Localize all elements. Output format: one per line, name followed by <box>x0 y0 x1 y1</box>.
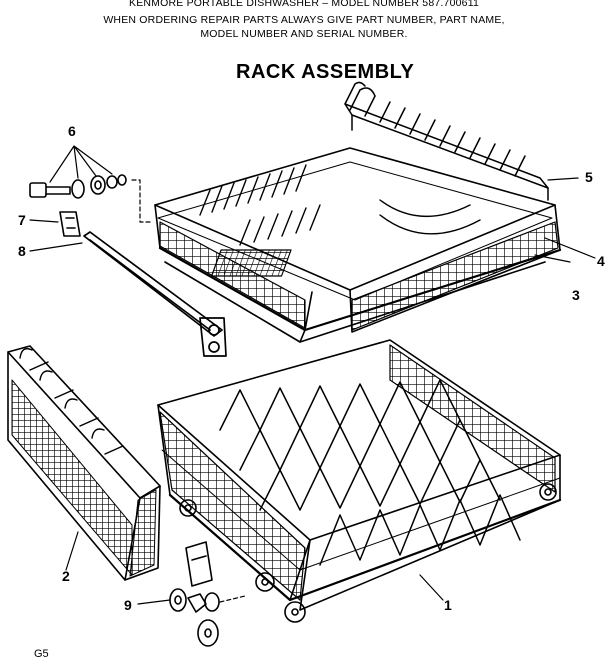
rack-rail <box>83 231 227 357</box>
callout-8: 8 <box>18 243 26 259</box>
upper-rack-interior-tines <box>199 164 481 277</box>
callout-2: 2 <box>62 568 70 584</box>
callout-4: 4 <box>597 253 605 269</box>
callout-3: 3 <box>572 287 580 303</box>
header-line-1: KENMORE PORTABLE DISHWASHER – MODEL NUMB… <box>128 0 479 9</box>
lower-rack-wheels <box>179 483 557 623</box>
silverware-basket <box>7 345 161 581</box>
wheel-assembly <box>169 541 246 647</box>
page-code: G5 <box>34 648 49 660</box>
axle-bolt-assembly <box>29 174 151 223</box>
callout-1: 1 <box>444 597 452 613</box>
header-line-3: MODEL NUMBER AND SERIAL NUMBER. <box>200 28 408 40</box>
rack-stop-clip <box>59 211 81 237</box>
diagram-title: RACK ASSEMBLY <box>236 61 415 83</box>
callout-9: 9 <box>124 597 132 613</box>
cup-shelf <box>344 81 549 201</box>
callout-6: 6 <box>68 123 76 139</box>
lower-rack-tines <box>219 379 521 566</box>
leader-lines <box>29 145 596 605</box>
lower-rack-side-grid <box>159 344 556 601</box>
callout-7: 7 <box>18 212 26 228</box>
header-line-2: WHEN ORDERING REPAIR PARTS ALWAYS GIVE P… <box>103 14 505 26</box>
callout-5: 5 <box>585 169 593 185</box>
